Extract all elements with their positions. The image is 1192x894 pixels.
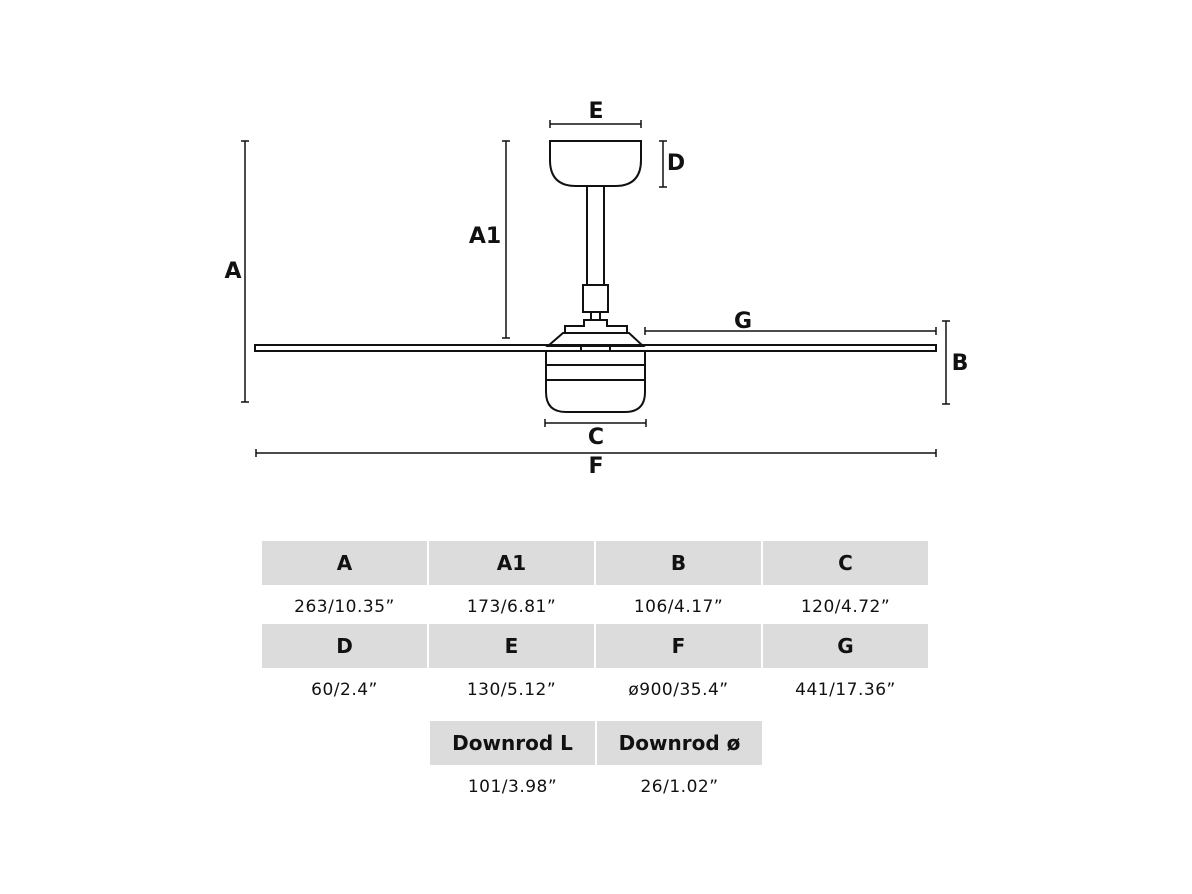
downrod [586, 185, 605, 286]
canopy [549, 140, 642, 187]
label-d: D [667, 151, 685, 176]
header-d: D [262, 624, 427, 668]
header-b: B [596, 541, 761, 585]
header-downrod-length: Downrod L [430, 721, 595, 765]
motor-top [545, 319, 646, 347]
label-a: A [224, 259, 241, 284]
header-f: F [596, 624, 761, 668]
dimension-lines [241, 120, 950, 457]
label-g: G [734, 309, 752, 334]
header-downrod-diameter: Downrod ø [597, 721, 762, 765]
label-c: C [588, 425, 604, 450]
coupler [582, 284, 609, 313]
label-f: F [588, 454, 603, 479]
header-a1: A1 [429, 541, 594, 585]
header-c: C [763, 541, 928, 585]
value-f: ø900/35.4” [628, 680, 729, 700]
value-d: 60/2.4” [311, 680, 378, 700]
value-downrod-diameter: 26/1.02” [640, 777, 719, 797]
value-g: 441/17.36” [795, 680, 896, 700]
value-downrod-length: 101/3.98” [467, 777, 558, 797]
header-g: G [763, 624, 928, 668]
label-e: E [588, 99, 603, 124]
label-b: B [952, 351, 969, 376]
value-b: 106/4.17” [633, 597, 724, 617]
fan-drawing [254, 140, 937, 413]
blade [254, 344, 937, 352]
value-a: 263/10.35” [294, 597, 395, 617]
value-a1: 173/6.81” [466, 597, 557, 617]
header-e: E [429, 624, 594, 668]
neck [590, 311, 601, 321]
motor-body [545, 345, 646, 413]
header-a: A [262, 541, 427, 585]
label-a1: A1 [469, 224, 501, 249]
value-c: 120/4.72” [800, 597, 891, 617]
value-e: 130/5.12” [466, 680, 557, 700]
